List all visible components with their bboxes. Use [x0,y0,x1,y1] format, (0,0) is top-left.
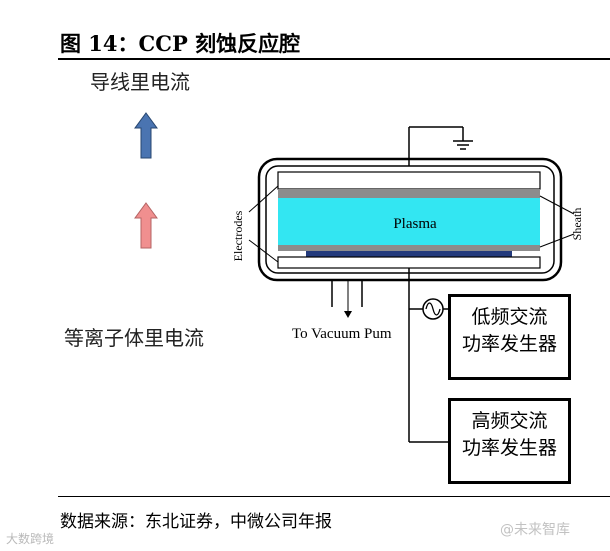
high-frequency-generator-line1: 高频交流 [471,410,548,432]
vacuum-label: To Vacuum Pum [292,326,392,342]
source-note: 数据来源：东北证券，中微公司年报 [60,512,332,532]
plasma-current-arrow-icon [134,202,158,249]
low-frequency-generator-line2: 功率发生器 [461,333,557,355]
electrodes-pointer-top [248,185,279,213]
low-frequency-generator-line1: 低频交流 [471,306,548,328]
plasma-label: Plasma [393,216,437,232]
watermark-right: @未来智库 [500,522,570,538]
high-frequency-generator-line2: 功率发生器 [461,437,557,459]
lower-electrode-plate [278,245,540,251]
high-frequency-generator: 高频交流 功率发生器 [448,398,571,484]
title-divider [58,58,610,60]
sheath-pointer-top [539,195,575,215]
plasma-region [278,198,540,245]
chamber-outer-wall [257,157,563,282]
ac-wave-icon [425,302,441,316]
electrodes-label: Electrodes [231,210,245,261]
wire-current-label: 导线里电流 [90,70,190,94]
electrodes-pointer-bottom [248,239,279,263]
plasma-current-label: 等离子体里电流 [64,326,204,350]
upper-electrode [277,171,541,190]
sheath-label: Sheath [570,208,584,241]
lower-electrode [277,256,541,269]
sheath-pointer-bottom [539,233,575,248]
upper-electrode-plate [278,189,540,198]
low-frequency-generator: 低频交流 功率发生器 [448,294,571,380]
source-divider [58,496,610,497]
ground-icon [453,127,473,150]
watermark-left: 大数跨境 [6,532,55,546]
vacuum-arrow-head-icon [344,311,352,318]
wafer [306,251,512,257]
figure-title: 图 14：CCP 刻蚀反应腔 [60,31,301,56]
wire-current-arrow-icon [134,112,158,159]
